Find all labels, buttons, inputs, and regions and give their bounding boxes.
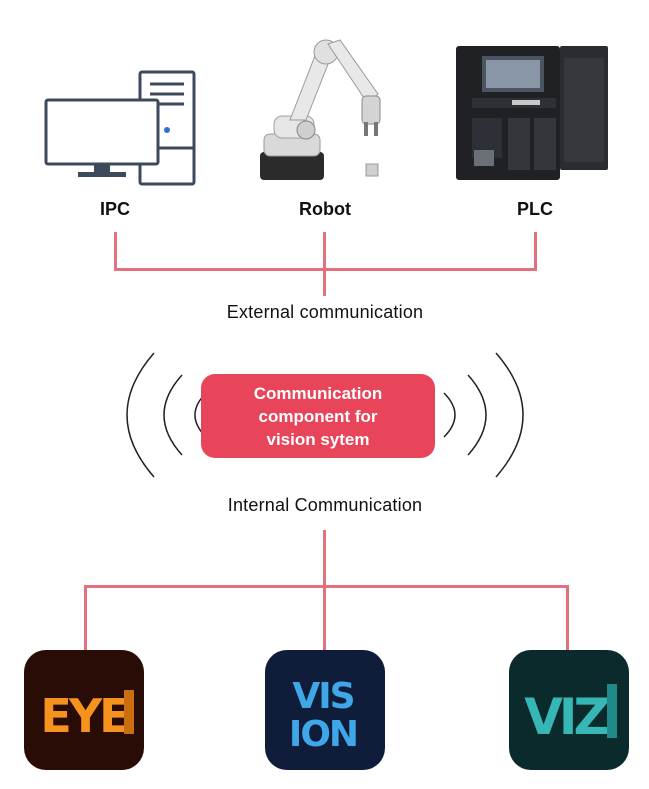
robot-arm-icon [260, 39, 381, 180]
ipc-label: IPC [99, 199, 130, 219]
communication-component-box: Communication component for vision sytem [201, 374, 435, 458]
plc-controller-icon [456, 46, 608, 180]
internal-communication-label: Internal Communication [227, 495, 423, 515]
mech-vision-app-icon: VIS ION [265, 650, 385, 770]
viz-icon-text: VIZ [524, 688, 608, 746]
eye-icon-text: EYE [40, 689, 128, 743]
desktop-computer-icon [44, 70, 196, 186]
center-box-line-2: component for [258, 406, 378, 426]
vision-icon-text-bottom: ION [289, 714, 357, 755]
ipc-connector [114, 232, 117, 270]
mech-eye-app-icon: EYE [24, 650, 144, 770]
vision-icon-text-top: VIS [292, 676, 353, 717]
center-box-line-3: vision sytem [266, 429, 370, 449]
external-communication-label: External communication [226, 302, 424, 322]
app-bus [84, 585, 569, 588]
eye-connector [84, 585, 87, 652]
plc-label: PLC [517, 199, 553, 219]
mech-viz-app-icon: VIZ [509, 650, 629, 770]
robot-label: Robot [299, 199, 351, 219]
robot-connector [323, 232, 326, 296]
internal-trunk [323, 530, 326, 652]
center-box-line-1: Communication [253, 383, 383, 403]
viz-connector [566, 585, 569, 652]
device-bus [114, 268, 537, 271]
plc-connector [534, 232, 537, 270]
